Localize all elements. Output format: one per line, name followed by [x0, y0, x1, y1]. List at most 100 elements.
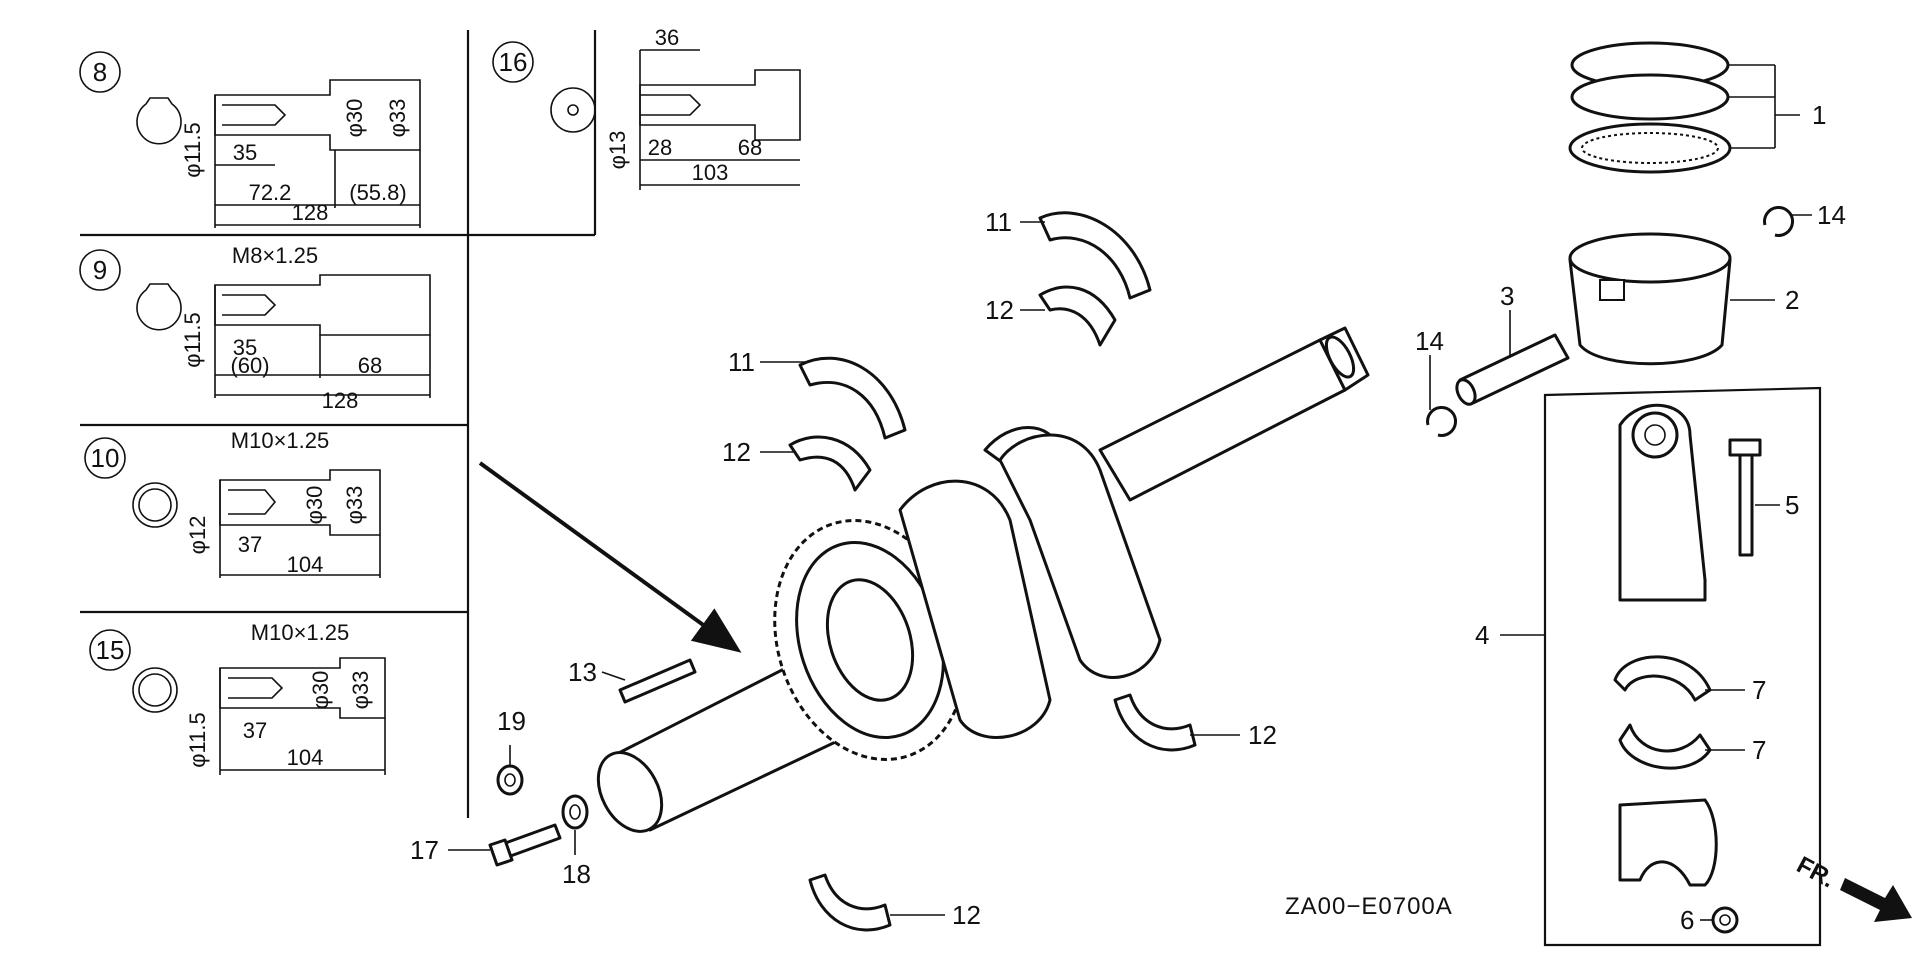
- inset-15-dim-37: 37: [243, 718, 267, 743]
- callout-12-right: 12: [1248, 720, 1277, 750]
- inset-8-dim-55: (55.8): [349, 180, 406, 205]
- inset-10-dim-12: φ12: [185, 516, 210, 555]
- callout-17: 17: [410, 835, 439, 865]
- inset-8-number-circle: [79, 51, 121, 93]
- inset-10-dim-33: φ33: [342, 486, 367, 525]
- piston-ring-second: [1570, 73, 1730, 121]
- inset-15-number: 15: [96, 635, 125, 665]
- inset-9: 9 M8×1.25 φ11.5 35 (60) 68 128: [79, 243, 431, 413]
- callout-14-left: 14: [1415, 326, 1444, 356]
- inset-10: 10 M10×1.25 φ12 37 104 φ30 φ33: [84, 428, 381, 578]
- inset-9-number: 9: [93, 255, 107, 285]
- inset-8-bore: [222, 104, 287, 126]
- callout-11-lower: 11: [728, 347, 755, 377]
- bearing-shell-12-mid: [788, 435, 872, 492]
- circlip-14-left: [1426, 406, 1457, 437]
- inset-16-dim-68: 68: [738, 135, 762, 160]
- inset-10-thread: M10×1.25: [231, 428, 329, 453]
- keyway-section-icon: [136, 97, 182, 145]
- diagram-code: ZA00−E0700A: [1285, 893, 1453, 920]
- inset-8-dim-35: 35: [233, 140, 257, 165]
- inset-9-thread: M8×1.25: [232, 243, 318, 268]
- crank-web-rear: [998, 433, 1162, 679]
- circlip-14-right: [1763, 206, 1794, 237]
- inset-10-dim-104: 104: [287, 552, 324, 577]
- inset-8-dim-dia: φ11.5: [180, 122, 205, 177]
- callout-12-upper: 12: [985, 295, 1014, 325]
- inset-9-dim-dia: φ11.5: [180, 312, 205, 367]
- inset-16-dim-13: φ13: [605, 131, 630, 170]
- inset-15-dim-dia: φ11.5: [185, 712, 210, 767]
- inset-9-dim-60: (60): [230, 353, 269, 378]
- rod-bolt: [1738, 448, 1754, 557]
- connecting-rod-group-frame: [1543, 386, 1822, 947]
- inset-15: 15 M10×1.25 φ11.5 37 104 φ30 φ33: [89, 620, 386, 775]
- inset-15-thread: M10×1.25: [251, 620, 349, 645]
- inset-16-shaft-outline: [639, 69, 801, 141]
- inset-16-dim-36: 36: [655, 25, 679, 50]
- inset-16-dim-28: 28: [648, 135, 672, 160]
- inset-8-number: 8: [93, 57, 107, 87]
- direction-label: FR.: [1792, 851, 1839, 893]
- callout-1: 1: [1812, 100, 1826, 130]
- callout-2: 2: [1785, 285, 1799, 315]
- bearing-halves: [488, 211, 1197, 932]
- inset-8-dim-128: 128: [292, 200, 329, 225]
- inset-15-dim-104: 104: [287, 745, 324, 770]
- front-arrow-icon: [1840, 878, 1912, 922]
- crankshaft: [596, 326, 1370, 833]
- callout-18: 18: [562, 859, 591, 889]
- plain-section-icon: [132, 482, 178, 528]
- inset-15-dim-33: φ33: [348, 671, 373, 710]
- crank-web-front: [898, 479, 1052, 739]
- callouts: 1 2 3 4 5 6 7 7 11 12 11 12 12 12 13 14 …: [410, 100, 1846, 935]
- callout-13: 13: [568, 657, 597, 687]
- callout-14-right: 14: [1817, 200, 1846, 230]
- inset-16-dim-103: 103: [692, 160, 729, 185]
- rod-bearing-shell-lower: [1618, 723, 1712, 770]
- inset-8-dim-33: φ33: [385, 99, 410, 138]
- inset-9-dim-68: 68: [358, 353, 382, 378]
- crankshaft-thread-end: [1324, 335, 1356, 379]
- inset-panels: [80, 30, 597, 818]
- round-section-icon: [550, 87, 596, 133]
- front-direction-indicator: FR.: [1792, 851, 1912, 922]
- bearing-shell-12-bottom: [808, 873, 892, 932]
- callout-3: 3: [1500, 281, 1514, 311]
- inset-16-number: 16: [499, 47, 528, 77]
- rod-nut: [1711, 906, 1739, 934]
- callout-12-bottom: 12: [952, 900, 981, 930]
- inset-8-dim-72: 72.2: [249, 180, 292, 205]
- callout-12-mid: 12: [722, 437, 751, 467]
- inset-10-number: 10: [91, 443, 120, 473]
- callout-6: 6: [1680, 905, 1694, 935]
- callout-7-lower: 7: [1752, 735, 1766, 765]
- crankshaft-pto-end: [596, 751, 664, 833]
- inset-10-dim-37: 37: [238, 532, 262, 557]
- inset-8: 8 φ11.5 35 72.2 (55.8) 128 φ30 φ33: [79, 51, 421, 228]
- washer-18: [561, 794, 589, 830]
- key-13: [618, 658, 697, 704]
- inset-pointer-arrow: [478, 461, 742, 653]
- piston-oil-ring: [1568, 122, 1732, 174]
- callout-7-upper: 7: [1752, 675, 1766, 705]
- crankshaft-main-journal: [1098, 338, 1347, 502]
- callout-19: 19: [497, 706, 526, 736]
- inset-9-dim-128: 128: [322, 388, 359, 413]
- connecting-rod-cap: [1618, 798, 1718, 887]
- bearing-shell-11-lower: [798, 356, 907, 440]
- inset-9-dim-35: 35: [233, 335, 257, 360]
- callout-5: 5: [1785, 490, 1799, 520]
- inset-15-dim-30: φ30: [308, 671, 333, 710]
- inset-9-shaft-outline: [214, 274, 431, 336]
- bearing-shell-12-upper: [1038, 285, 1117, 347]
- callout-4: 4: [1475, 620, 1489, 650]
- callout-11-upper: 11: [985, 207, 1012, 237]
- piston-assembly: [1426, 41, 1822, 947]
- inset-10-dim-30: φ30: [302, 486, 327, 525]
- inset-8-dim-30: φ30: [342, 99, 367, 138]
- inset-16: 16 36 φ13 28 68 103: [492, 25, 801, 190]
- rod-bearing-shell-upper: [1613, 655, 1712, 702]
- washer-19: [496, 764, 524, 796]
